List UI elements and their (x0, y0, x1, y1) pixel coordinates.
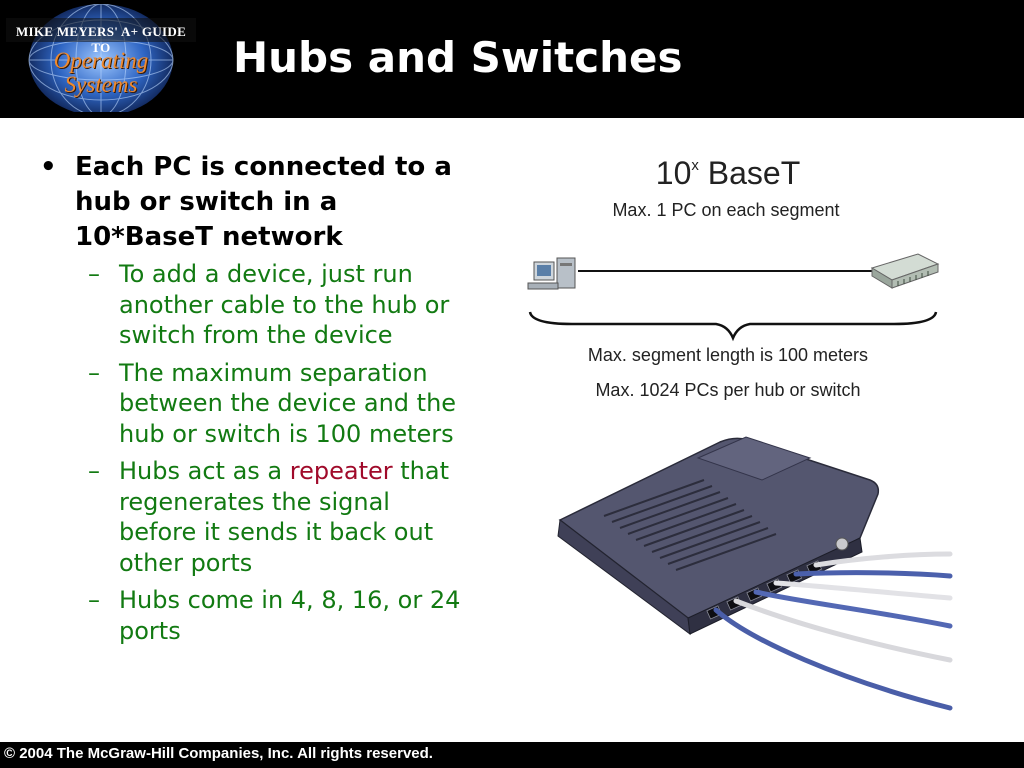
main-bullet: • Each PC is connected to a hub or switc… (40, 150, 468, 255)
logo-word-operating: Operating (53, 48, 149, 73)
dash-bullet-icon: – (88, 358, 100, 387)
sub-bullet-add-device: – To add a device, just run another cabl… (40, 259, 468, 351)
footer-bar: © 2004 The McGraw-Hill Companies, Inc. A… (0, 742, 1024, 768)
diagram-title-rest: BaseT (699, 155, 800, 191)
sub-bullet-port-counts: – Hubs come in 4, 8, 16, or 24 ports (40, 585, 468, 646)
globe-logo-icon (6, 3, 196, 117)
repeater-highlight: repeater (289, 457, 393, 485)
diagram-title-superscript: x (691, 157, 699, 174)
sub-bullet-text-post: that regenerates the signal before it se… (119, 457, 449, 577)
hub-device-illustration (557, 436, 953, 711)
basetx-diagram: 10x BaseT Max. 1 PC on each segment Max.… (527, 155, 953, 711)
logo-word-systems: Systems (64, 72, 138, 97)
copyright-text: © 2004 The McGraw-Hill Companies, Inc. A… (4, 745, 433, 762)
diagram-title-base: 10 (656, 155, 692, 191)
diagram-line-pcs-per-hub: Max. 1024 PCs per hub or switch (595, 380, 860, 400)
slide-title: Hubs and Switches (233, 33, 683, 82)
sub-bullet-max-separation: – The maximum separation between the dev… (40, 358, 468, 450)
hub-icon (870, 253, 940, 289)
diagram-line-pc-per-segment: Max. 1 PC on each segment (612, 200, 839, 220)
sub-bullet-text: To add a device, just run another cable … (119, 260, 450, 349)
main-bullet-text: Each PC is connected to a hub or switch … (75, 152, 452, 252)
dash-bullet-icon: – (88, 260, 100, 288)
header-bar: MIKE MEYERS' A+ GUIDE TO Operating Syste… (0, 0, 1024, 118)
bullet-dot-icon: • (40, 152, 57, 182)
segment-brace (528, 311, 938, 342)
bullet-content: • Each PC is connected to a hub or switc… (40, 150, 468, 720)
sub-bullet-text: The maximum separation between the devic… (119, 358, 457, 448)
sub-bullet-text: Hubs come in 4, 8, 16, or 24 ports (119, 586, 461, 645)
diagram-line-segment-length: Max. segment length is 100 meters (588, 345, 868, 365)
sub-bullet-list: – To add a device, just run another cabl… (40, 259, 468, 646)
book-logo: MIKE MEYERS' A+ GUIDE TO Operating Syste… (6, 3, 196, 117)
pc-icon (527, 257, 576, 290)
diagram-title: 10x BaseT (656, 155, 800, 191)
sub-bullet-repeater: – Hubs act as a repeater that regenerate… (40, 456, 468, 578)
dash-bullet-icon: – (88, 586, 100, 614)
dash-bullet-icon: – (88, 457, 100, 485)
sub-bullet-text-pre: Hubs act as a (119, 457, 290, 485)
logo-series-text: MIKE MEYERS' A+ GUIDE TO (15, 24, 187, 55)
